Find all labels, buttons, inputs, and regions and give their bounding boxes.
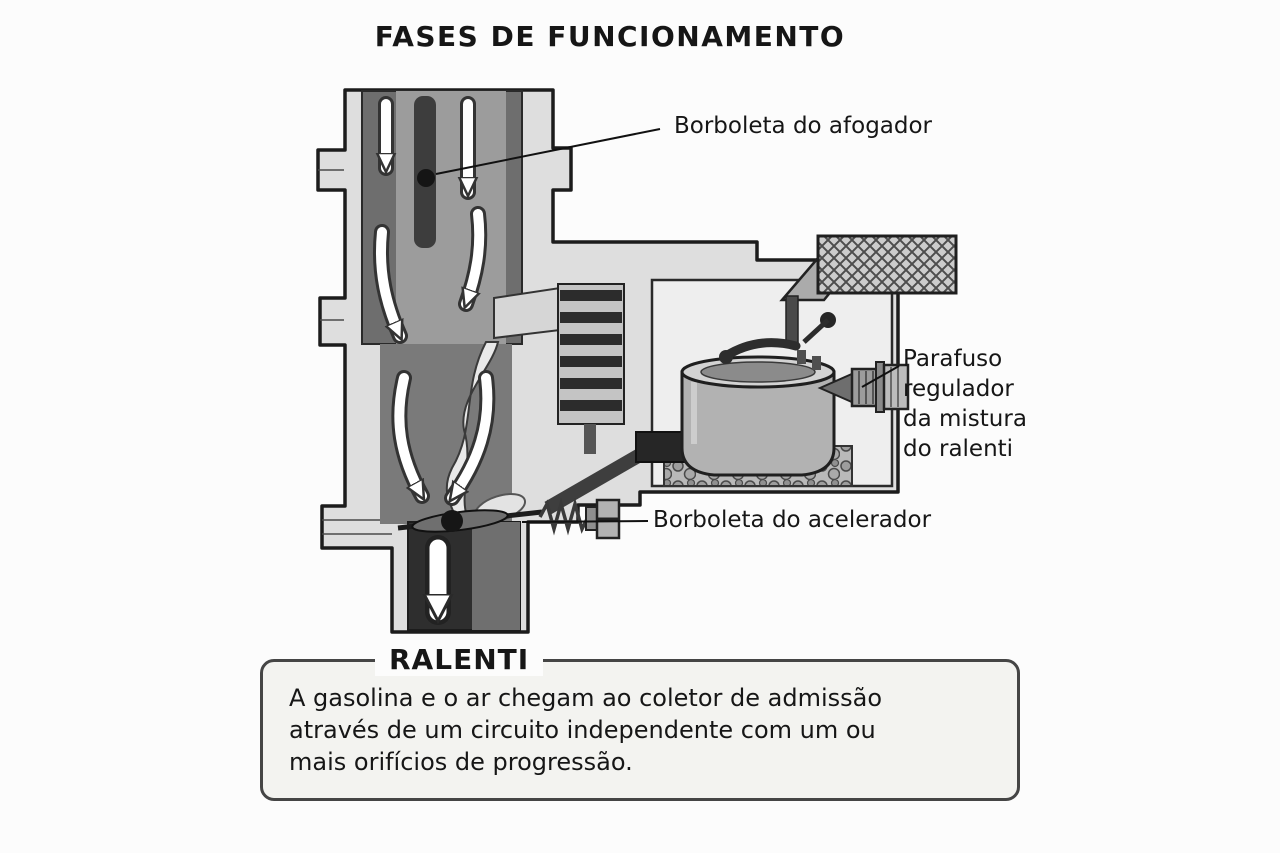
emulsion-tube-stack	[493, 283, 625, 454]
label-throttle-valve: Borboleta do acelerador	[653, 507, 932, 533]
leader-line-choke	[435, 128, 661, 175]
leader-line-throttle	[521, 520, 649, 523]
figure-title: FASES DE FUNCIONAMENTO	[374, 20, 846, 53]
info-box-ralenti: RALENTI A gasolina e o ar chegam ao cole…	[260, 643, 1020, 801]
label-idle-mixture-screw: Parafuso regulador da mistura do ralenti	[903, 346, 1027, 462]
leader-line-idle-screw	[861, 365, 900, 388]
leader-lines	[435, 128, 900, 523]
info-box-text: A gasolina e o ar chegam ao coletor de a…	[289, 684, 883, 776]
label-choke-valve: Borboleta do afogador	[674, 113, 933, 139]
airflow-arrows	[372, 96, 496, 625]
float-bowl	[680, 355, 836, 477]
info-box-title: RALENTI	[375, 643, 544, 676]
choke-plate	[417, 169, 435, 187]
fuel-inlet-hatched-block	[816, 234, 958, 295]
throttle-assembly	[397, 493, 621, 540]
